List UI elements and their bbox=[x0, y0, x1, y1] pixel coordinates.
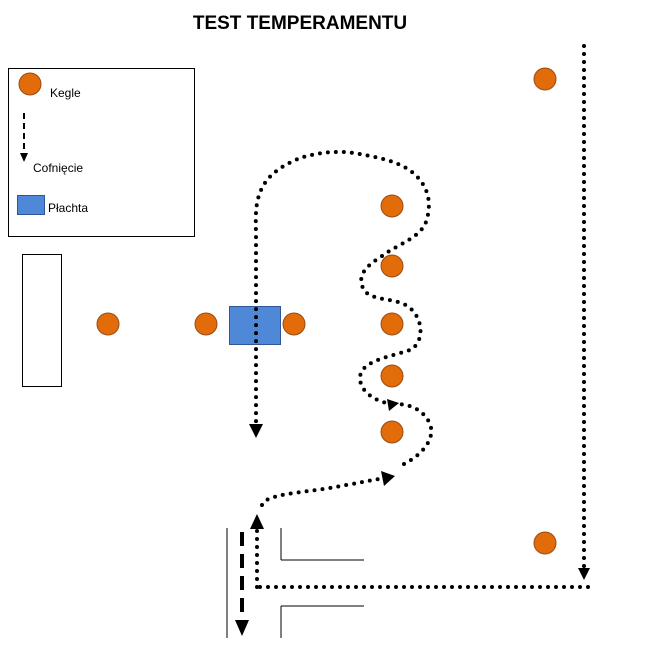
cone bbox=[282, 312, 306, 336]
cone bbox=[380, 420, 404, 444]
dotted-path-slalom bbox=[253, 149, 434, 466]
cone bbox=[380, 312, 404, 336]
legend-item-cone: Kegle bbox=[18, 72, 81, 100]
dashed-arrow-icon bbox=[20, 113, 28, 162]
legend-item-sheet: Płachta bbox=[17, 195, 88, 215]
arrowhead-slalom bbox=[387, 399, 399, 411]
arrowhead-down-right bbox=[578, 568, 590, 580]
diagram-title: TEST TEMPERAMENTU bbox=[193, 13, 407, 34]
cone bbox=[194, 312, 218, 336]
legend-item-retreat: Cofnięcie bbox=[20, 113, 83, 175]
cone bbox=[533, 531, 557, 555]
cone bbox=[380, 254, 404, 278]
legend-label-cone: Kegle bbox=[50, 86, 81, 100]
dotted-path-diagonal bbox=[260, 476, 386, 507]
legend-label-retreat: Cofnięcie bbox=[33, 161, 83, 175]
cone bbox=[380, 364, 404, 388]
cone bbox=[533, 67, 557, 91]
cone bbox=[380, 194, 404, 218]
sheet-icon bbox=[17, 195, 45, 215]
retreat-arrow bbox=[235, 532, 249, 636]
start-zone bbox=[226, 528, 364, 638]
cone bbox=[96, 312, 120, 336]
legend: Kegle Cofnięcie Płachta bbox=[8, 68, 195, 237]
arrowhead-down-left bbox=[249, 424, 263, 438]
left-box bbox=[22, 254, 62, 387]
arrowhead-up bbox=[250, 514, 264, 529]
dotted-path-bottom bbox=[255, 528, 590, 589]
arrowhead-diagonal bbox=[381, 471, 395, 486]
cone-icon bbox=[18, 72, 42, 96]
legend-label-sheet: Płachta bbox=[48, 201, 88, 215]
cones bbox=[96, 67, 557, 555]
